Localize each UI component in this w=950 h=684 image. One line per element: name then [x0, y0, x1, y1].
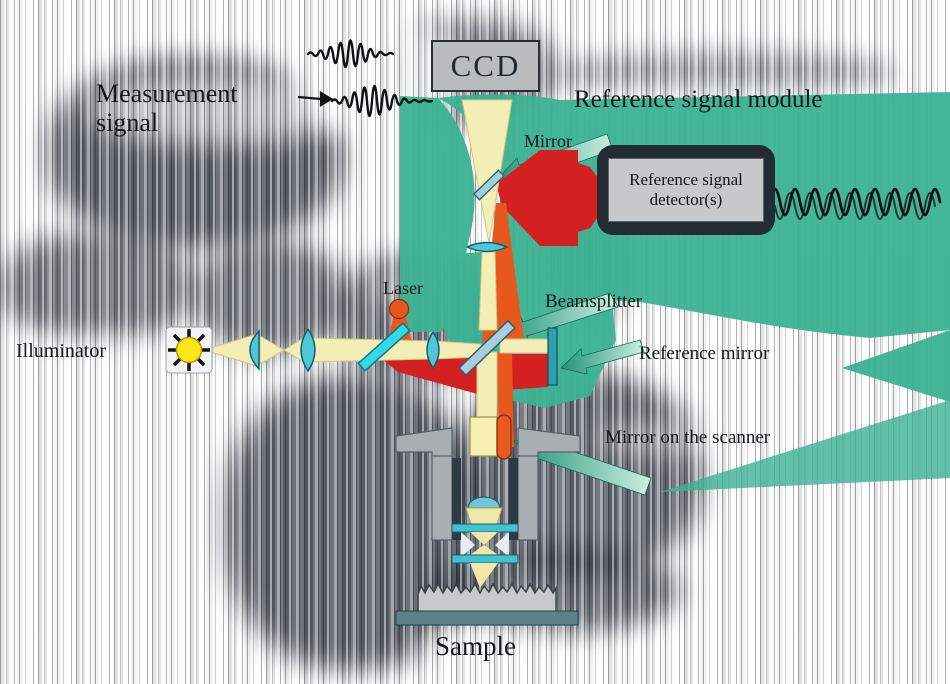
beam-to-reference-mirror: [499, 338, 549, 354]
objective-wall-left: [452, 458, 461, 540]
beam-waist-1: [259, 335, 285, 365]
laser-beam-to-detector: [496, 150, 612, 246]
reference-signal-detector-box: Reference signal detector(s): [608, 158, 764, 222]
condenser-lens-icon: [300, 328, 316, 373]
tube-lens-icon: [466, 241, 509, 253]
scanner-arm-right: [517, 455, 539, 541]
background-highlight: [418, 626, 556, 670]
relay-lens-icon: [426, 331, 440, 370]
beamsplitter-icon: [458, 319, 516, 377]
scanner-objective-assembly: [395, 414, 581, 626]
scanner-arm-left: [431, 455, 453, 541]
dichroic-mirror-icon: [357, 322, 411, 372]
label-laser: Laser: [383, 278, 423, 298]
beam-bowtie-lower: [470, 545, 498, 555]
background-highlight: [88, 74, 346, 144]
objective-body: [465, 507, 503, 525]
label-beamsplitter: Beamsplitter: [545, 291, 643, 312]
label-illuminator: Illuminator: [16, 340, 106, 362]
laser-source-icon: [388, 298, 410, 320]
objective-wing-right: [495, 532, 509, 557]
teal-wedge-scanner: [660, 400, 950, 492]
beam-bowtie-upper: [470, 532, 498, 545]
laser-beam-dichroic-to-beamsplitter: [376, 350, 492, 398]
label-mirror-on-scanner: Mirror on the scanner: [605, 427, 771, 448]
ccd-label: CCD: [450, 48, 521, 83]
label-reference-mirror: Reference mirror: [639, 343, 770, 364]
objective-dome-mirror-icon: [467, 496, 501, 509]
optical-components: [249, 169, 558, 386]
illuminator-sun-icon: [165, 326, 213, 374]
background-shadow: [0, 232, 195, 342]
detector-label-line2: detector(s): [649, 190, 723, 209]
beam-ccd-cone: [461, 99, 513, 244]
collector-lens-icon: [249, 329, 260, 371]
beam-vertical-upper: [478, 251, 498, 331]
beam-focus-cone: [470, 563, 498, 588]
measurement-label-arrow: [297, 91, 334, 107]
sample-surface: [417, 582, 557, 613]
scanner-mirror-orange-capsule: [496, 414, 512, 460]
pickoff-mirror-icon: [473, 169, 505, 201]
background-shadow: [195, 240, 345, 355]
label-measurement-signal-line2: signal: [96, 108, 159, 137]
label-sample: Sample: [435, 631, 516, 661]
sample-stage: [395, 610, 579, 626]
label-measurement-signal-line1: Measurement: [96, 79, 238, 108]
mirau-plate-upper: [451, 523, 519, 533]
arrow-to-reference-mirror: [560, 339, 645, 375]
interferogram-icon: [306, 39, 434, 118]
background-highlight: [6, 334, 154, 368]
detector-label-line1: Reference signal: [629, 170, 743, 189]
background-highlight: [628, 338, 820, 370]
ccd-box: CCD: [431, 40, 540, 92]
objective-wing-left: [461, 532, 475, 557]
scanner-mirror-yellow-block: [469, 416, 498, 457]
label-reference-signal-module: Reference signal module: [574, 86, 823, 113]
sine-wave-icon: [768, 187, 942, 220]
scanner-bracket-left-top: [395, 427, 453, 459]
teal-wedge-reference-mirror: [842, 330, 950, 402]
reference-mirror-icon: [547, 327, 558, 386]
objective-wall-right: [509, 458, 518, 540]
label-mirror: Mirror: [524, 131, 572, 151]
mirau-plate-lower: [451, 554, 519, 564]
